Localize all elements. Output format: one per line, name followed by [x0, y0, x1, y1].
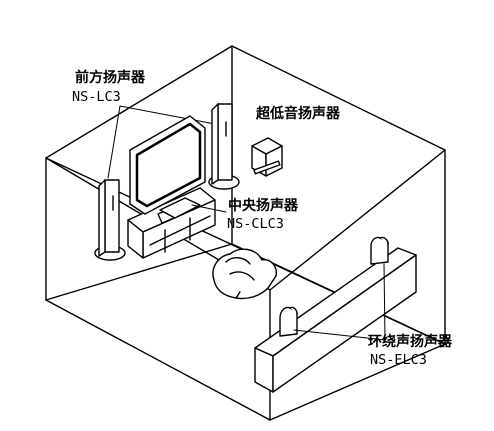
armchair — [212, 248, 277, 300]
surround-speaker-model: NS-ELC3 — [370, 352, 427, 368]
center-leader-line — [191, 204, 227, 213]
television — [129, 115, 206, 219]
subwoofer-label: 超低音扬声器 — [256, 106, 340, 122]
subwoofer — [251, 137, 283, 177]
left-front-speaker — [94, 179, 126, 261]
surround-speaker-label: 环绕声扬声器 — [368, 334, 452, 350]
front-leader-lines — [107, 105, 216, 179]
center-speaker-label: 中央扬声器 — [228, 198, 298, 214]
right-surround-speaker — [370, 236, 389, 265]
center-speaker-model: NS-CLC3 — [227, 216, 284, 232]
front-speaker-model: NS-LC3 — [72, 89, 121, 105]
surround-wall-shelf — [254, 247, 417, 393]
right-front-speaker — [208, 103, 240, 190]
surround-leader-lines — [293, 263, 386, 341]
left-surround-speaker — [279, 306, 298, 337]
front-speaker-label: 前方扬声器 — [75, 70, 145, 86]
